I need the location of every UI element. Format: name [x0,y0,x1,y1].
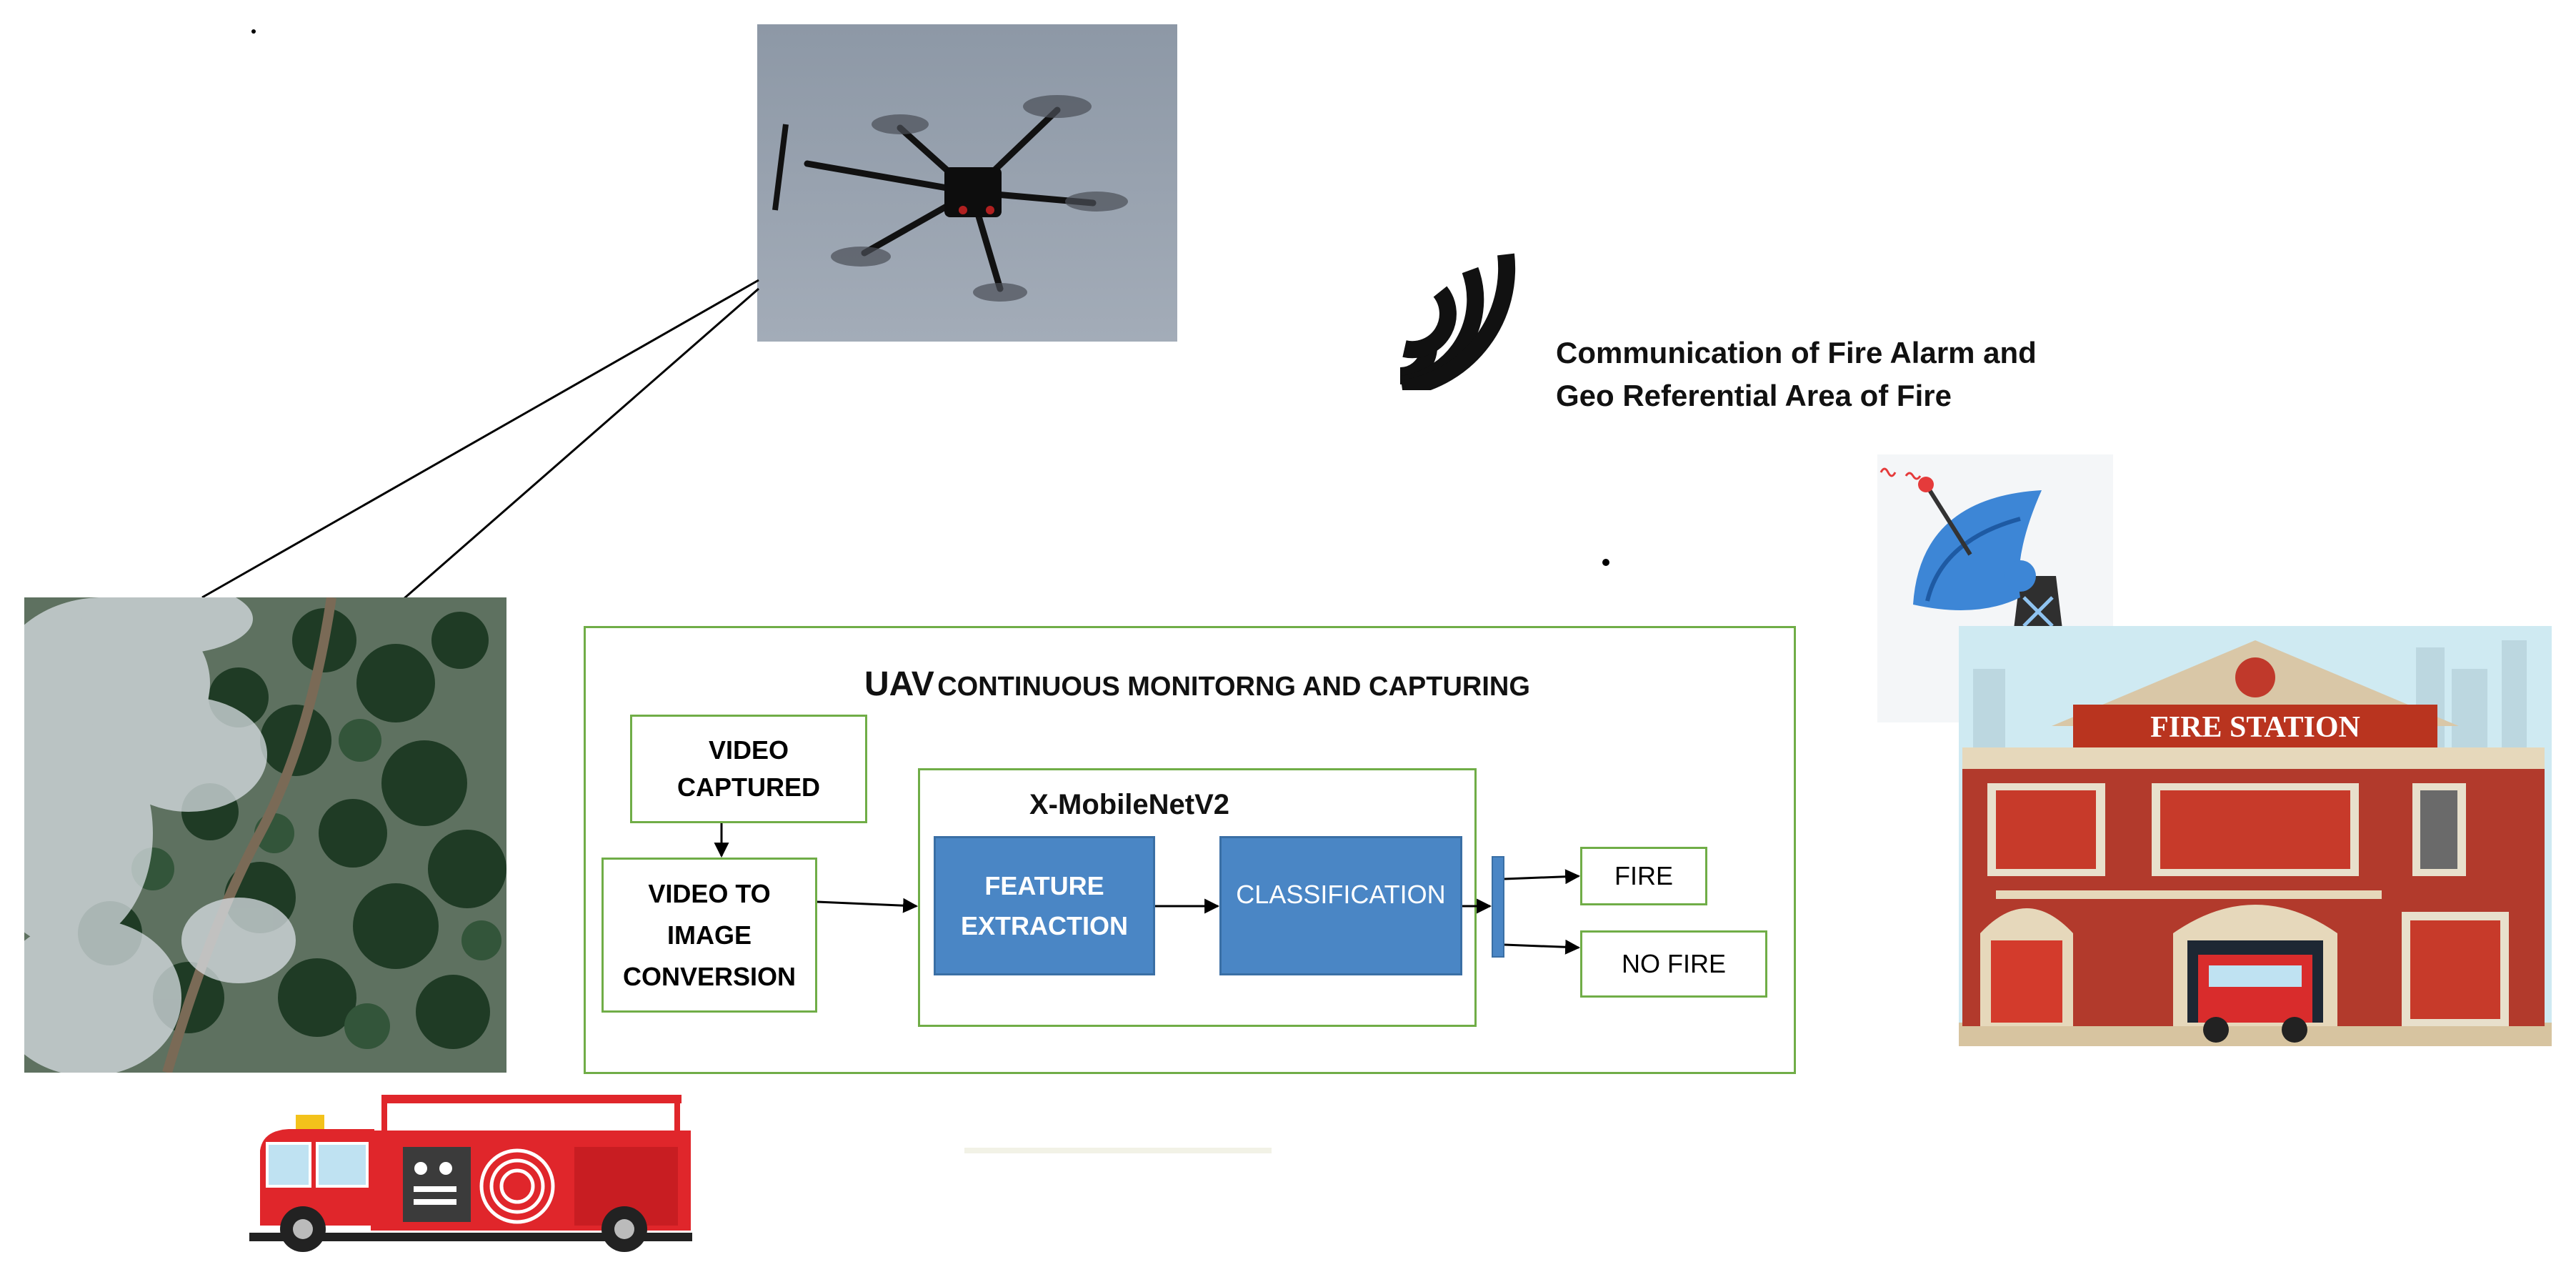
no-fire-output-box: NO FIRE [1580,930,1767,998]
fire-output-box: FIRE [1580,847,1707,905]
feature-extraction-label-2: EXTRACTION [961,910,1128,940]
fire-station-image: FIRE STATION [1959,626,2552,1046]
communication-text-line2: Geo Referential Area of Fire [1556,379,1952,412]
model-label: X-MobileNetV2 [1029,789,1230,820]
panel-title-rest: CONTINUOUS MONITORNG AND CAPTURING [937,672,1530,702]
arrow-to-fire [1504,869,1581,885]
fire-output-label: FIRE [1614,861,1673,890]
forest-fire-image [24,597,506,1073]
wireless-signal-icon [1399,253,1516,390]
video-to-image-label-2: IMAGE [667,920,752,950]
feature-extraction-label-1: FEATURE [984,870,1104,900]
video-to-image-box: VIDEO TO IMAGE CONVERSION [601,858,817,1013]
video-captured-label-2: CAPTURED [677,772,820,802]
fire-truck-image [246,1086,697,1255]
communication-text-line1: Communication of Fire Alarm and [1556,336,2037,369]
video-captured-label-1: VIDEO [708,735,789,765]
station-sign-text: FIRE STATION [2150,711,2360,744]
no-fire-output-label: NO FIRE [1621,949,1726,978]
feature-extraction-box: FEATURE EXTRACTION [934,836,1155,975]
classification-box: CLASSIFICATION [1219,836,1462,975]
panel-title: UAV CONTINUOUS MONITORNG AND CAPTURING [864,665,1530,704]
classification-label: CLASSIFICATION [1236,880,1446,909]
splitter-bar [1492,856,1504,958]
arrow-conversion-to-feature [817,898,919,913]
drone-image [757,24,1177,342]
arrow-to-no-fire [1504,939,1581,955]
model-container [918,768,1477,1027]
video-to-image-label-3: CONVERSION [622,961,797,991]
video-to-image-label-1: VIDEO TO [648,878,771,908]
video-captured-box: VIDEO CAPTURED [630,715,867,823]
panel-title-uav: UAV [864,665,934,703]
